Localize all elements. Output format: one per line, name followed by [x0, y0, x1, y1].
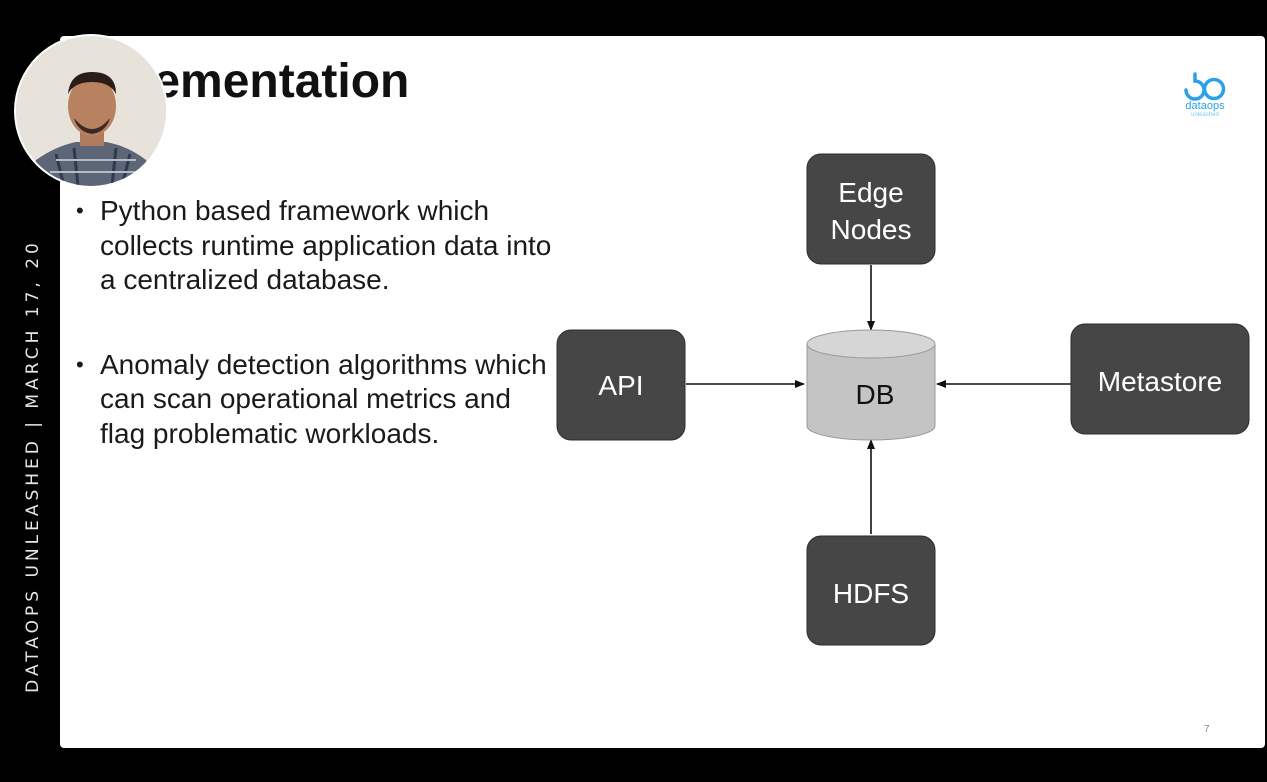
bullet-list: Python based framework which collects ru… — [74, 194, 554, 501]
node-db-label: DB — [856, 379, 895, 410]
bullet-item: Anomaly detection algorithms which can s… — [74, 348, 554, 452]
logo-subword: unleashed — [1191, 112, 1219, 118]
bullet-item: Python based framework which collects ru… — [74, 194, 554, 298]
page-number: 7 — [1204, 724, 1210, 735]
node-api: API — [556, 329, 686, 441]
node-db: DB — [806, 329, 936, 441]
node-hdfs: HDFS — [806, 535, 936, 646]
logo-word: dataops — [1185, 100, 1225, 112]
node-api-label: API — [598, 370, 643, 401]
slide: lementation dataops unleashed Python bas… — [60, 36, 1265, 748]
node-edge-nodes-label-2: Nodes — [831, 214, 912, 245]
side-banner-text: DATAOPS UNLEASHED | MARCH 17, 20 — [23, 239, 43, 693]
node-edge-nodes: Edge Nodes — [806, 153, 936, 265]
slide-title: lementation — [140, 55, 410, 108]
dataops-logo-icon — [1184, 72, 1226, 101]
presenter-video-thumbnail — [16, 36, 166, 186]
node-edge-nodes-label-1: Edge — [838, 177, 903, 208]
node-metastore: Metastore — [1070, 323, 1250, 435]
node-hdfs-label: HDFS — [833, 578, 909, 609]
presenter-icon — [16, 36, 166, 186]
architecture-diagram: Edge Nodes API DB Metastore HDFS — [556, 153, 1250, 646]
dataops-logo: dataops unleashed — [1180, 72, 1230, 119]
node-metastore-label: Metastore — [1098, 366, 1223, 397]
